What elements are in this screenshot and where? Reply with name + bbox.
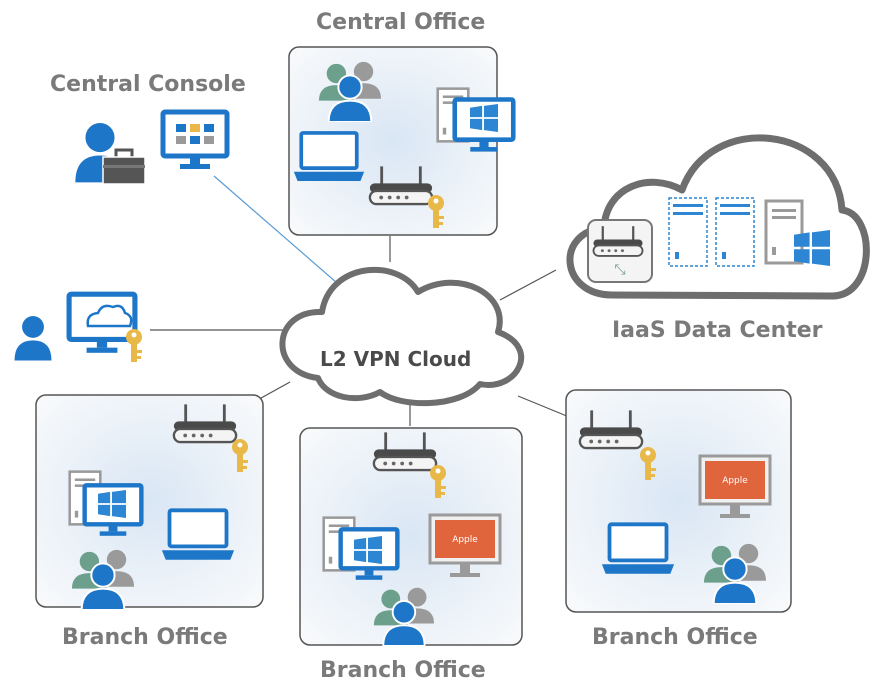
- l2-vpn-cloud-label: L2 VPN Cloud: [320, 347, 472, 371]
- apple-screen-text: Apple: [452, 535, 478, 545]
- l2-vpn-cloud-shape: [279, 266, 524, 407]
- branch-office-right-label: Branch Office: [592, 625, 758, 650]
- apple-monitor-icon: [428, 513, 502, 577]
- expand-arrows-icon: ⤡: [614, 262, 625, 278]
- console-link-line: [213, 175, 353, 297]
- central-console: [75, 112, 227, 186]
- key-icon: [126, 329, 142, 362]
- virtual-server-1: [668, 197, 708, 267]
- iaas-data-center-label: IaaS Data Center: [612, 318, 823, 343]
- branch-office-right: Apple: [565, 389, 792, 613]
- branch-office-middle: Apple: [299, 427, 523, 646]
- remote-user: [14, 294, 142, 362]
- apple-monitor-icon: [698, 454, 772, 518]
- laptop-icon: [160, 508, 236, 562]
- iaas-data-center: ⤡: [566, 134, 870, 300]
- branch-office-middle-label: Branch Office: [320, 658, 486, 683]
- central-office: [288, 46, 513, 236]
- console-monitor-icon: [163, 112, 227, 169]
- apple-screen-text: Apple: [722, 476, 748, 486]
- briefcase-icon: [102, 148, 146, 186]
- laptop-icon: [292, 131, 366, 183]
- monitor-icon: [69, 294, 135, 353]
- cloud-icon: [86, 304, 133, 328]
- central-console-label: Central Console: [50, 72, 246, 97]
- branch-office-left-label: Branch Office: [62, 625, 228, 650]
- central-office-label: Central Office: [316, 10, 486, 35]
- branch-office-left: [35, 394, 264, 610]
- user-icon: [14, 316, 52, 361]
- link-iaas: [499, 269, 557, 301]
- laptop-icon: [600, 522, 676, 576]
- virtual-server-2: [715, 197, 755, 267]
